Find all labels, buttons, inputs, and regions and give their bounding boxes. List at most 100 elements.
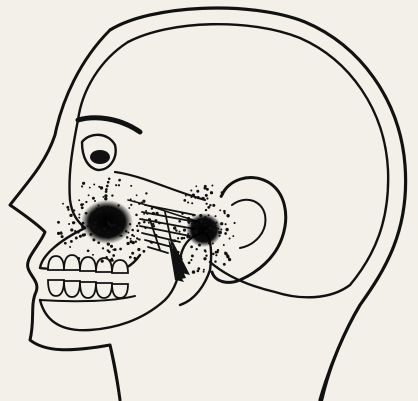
stipple-dot xyxy=(205,209,207,211)
stipple-dot xyxy=(190,246,193,249)
stipple-dot xyxy=(77,257,80,260)
stipple-dot xyxy=(112,249,114,251)
stipple-dot xyxy=(198,244,201,247)
lower-tooth xyxy=(80,282,96,298)
stipple-dot xyxy=(191,202,193,204)
stipple-dot xyxy=(105,256,108,259)
stipple-dot xyxy=(77,231,80,234)
stipple-dot xyxy=(113,224,116,227)
stipple-dot xyxy=(215,254,217,256)
stipple-dot xyxy=(223,210,226,213)
upper-tooth xyxy=(80,257,96,271)
stipple-dot xyxy=(204,223,206,225)
stipple-dot xyxy=(118,179,121,182)
stipple-dot xyxy=(60,231,62,233)
stipple-dot xyxy=(145,210,147,212)
stipple-dot xyxy=(210,191,213,194)
stipple-dot xyxy=(205,230,207,232)
stipple-dot xyxy=(144,227,146,229)
lower-tooth xyxy=(96,283,112,298)
stipple-dot xyxy=(109,259,112,262)
stipple-dot xyxy=(208,214,210,216)
stipple-dot xyxy=(136,225,138,227)
stipple-dot xyxy=(225,223,227,225)
stipple-dot xyxy=(207,206,210,209)
stipple-dot xyxy=(90,212,93,215)
stipple-dot xyxy=(158,222,161,225)
stipple-dot xyxy=(205,203,207,205)
stipple-dot xyxy=(173,239,176,242)
stipple-dot xyxy=(223,263,226,266)
stipple-dot xyxy=(93,225,96,228)
stipple-dot xyxy=(197,270,200,273)
stipple-dot xyxy=(209,227,212,230)
stipple-dot xyxy=(70,240,73,243)
stipple-dot xyxy=(81,185,83,187)
stipple-dot xyxy=(126,242,129,245)
stipple-dot xyxy=(200,220,203,223)
stipple-dot xyxy=(107,237,109,239)
stipple-dot xyxy=(226,214,229,217)
stipple-dot xyxy=(82,234,85,237)
stipple-dot xyxy=(94,200,96,202)
stipple-dot xyxy=(67,208,69,210)
stipple-dot xyxy=(97,230,100,233)
stipple-dot xyxy=(130,198,132,200)
stipple-dot xyxy=(72,221,75,224)
stipple-dot xyxy=(88,194,90,196)
stipple-dot xyxy=(82,182,85,185)
stipple-dot xyxy=(130,204,132,206)
stipple-dot xyxy=(96,211,98,213)
stipple-dot xyxy=(136,194,138,196)
stipple-dot xyxy=(117,204,119,206)
stipple-dot xyxy=(195,230,198,233)
upper-tooth xyxy=(48,256,64,270)
stipple-dot xyxy=(151,207,153,209)
stipple-dot xyxy=(78,213,80,215)
stipple-dot xyxy=(101,260,104,263)
stipple-dot xyxy=(89,233,92,236)
stipple-dot xyxy=(103,228,105,230)
stipple-dot xyxy=(57,232,60,235)
stipple-dot xyxy=(191,222,194,225)
stipple-dot xyxy=(189,237,191,239)
stipple-dot xyxy=(133,235,135,237)
stipple-dot xyxy=(212,204,215,207)
stipple-dot xyxy=(57,221,60,224)
stipple-dot xyxy=(199,214,202,217)
stipple-dot xyxy=(138,222,141,225)
stipple-dot xyxy=(229,237,231,239)
stipple-dot xyxy=(93,184,95,186)
stipple-dot xyxy=(97,204,99,206)
stipple-dot xyxy=(85,212,88,215)
stipple-dot xyxy=(187,233,189,235)
stipple-dot xyxy=(154,234,157,237)
stipple-dot xyxy=(68,223,70,225)
stipple-dot xyxy=(212,253,215,256)
stipple-dot xyxy=(196,248,198,250)
stipple-dot xyxy=(149,219,151,221)
stipple-dot xyxy=(178,220,181,223)
stipple-dot xyxy=(151,242,153,244)
stipple-dot xyxy=(62,203,64,205)
stipple-dot xyxy=(223,244,225,246)
stipple-dot xyxy=(119,234,121,236)
stipple-dot xyxy=(130,240,133,243)
stipple-dot xyxy=(115,184,117,186)
stipple-dot xyxy=(106,185,109,188)
stipple-dot xyxy=(212,242,214,244)
stipple-dot xyxy=(154,219,157,222)
stipple-dot xyxy=(192,214,195,217)
stipple-dot xyxy=(213,222,216,225)
stipple-dot xyxy=(142,250,145,253)
stipple-dot xyxy=(188,220,190,222)
stipple-dot xyxy=(191,254,194,257)
stipple-dot xyxy=(204,185,207,188)
stipple-dot xyxy=(143,221,146,224)
stipple-dot xyxy=(219,209,221,211)
stipple-dot xyxy=(107,242,110,245)
stipple-dot xyxy=(128,207,130,209)
stipple-dot xyxy=(120,212,122,214)
stipple-dot xyxy=(203,271,205,273)
